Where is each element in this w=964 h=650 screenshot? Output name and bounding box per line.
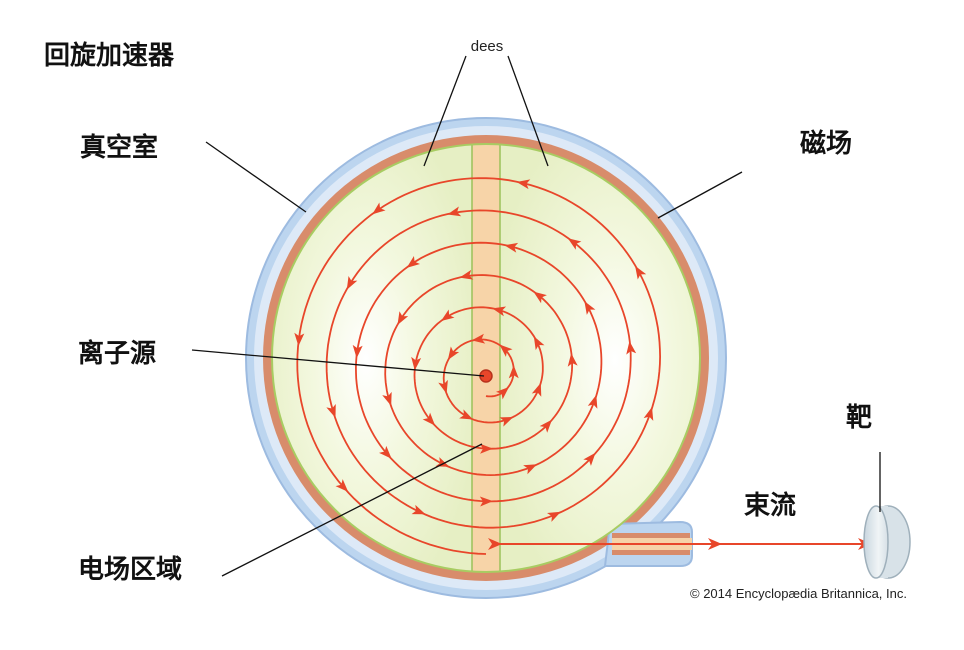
spiral-arrowhead	[335, 479, 349, 492]
target-label: 靶	[846, 403, 872, 433]
dees-leader-right	[507, 55, 549, 167]
spiral-line	[296, 177, 662, 555]
diagram-title: 回旋加速器	[44, 41, 175, 71]
left-dee	[272, 144, 472, 572]
spiral-arrowhead	[495, 386, 510, 400]
spiral-arrowhead	[508, 365, 519, 379]
target-disk	[863, 505, 911, 579]
spiral-arrowhead	[422, 412, 436, 426]
vacuum-chamber-label: 真空室	[80, 132, 158, 163]
spiral-arrowhead	[471, 333, 486, 344]
ion-spiral-path	[294, 177, 662, 555]
spiral-arrowhead	[447, 206, 462, 217]
vacuum-chamber-leader	[205, 141, 307, 213]
spiral-arrowhead	[583, 452, 596, 466]
spiral-arrowhead	[459, 409, 474, 420]
spiral-arrowhead	[516, 179, 531, 190]
ion-source-leader	[191, 349, 485, 377]
spiral-arrowhead	[440, 309, 455, 322]
spiral-arrowhead	[411, 356, 422, 371]
spiral-arrowhead	[438, 379, 448, 394]
spiral-arrowhead	[584, 301, 596, 315]
spiral-arrowhead	[294, 332, 305, 347]
copyright-text: © 2014 Encyclopædia Britannica, Inc.	[690, 586, 907, 601]
beam-label: 束流	[744, 490, 796, 521]
spiral-arrowhead	[567, 353, 578, 367]
spiral-arrowhead	[411, 504, 426, 515]
spiral-arrowhead	[492, 306, 507, 317]
dees-label: dees	[471, 38, 504, 55]
spiral-arrowhead	[397, 311, 409, 326]
spiral-arrowhead	[406, 255, 421, 268]
spiral-arrowhead	[539, 419, 553, 433]
spiral-arrowhead	[479, 496, 493, 507]
magnetic-field-leader	[657, 171, 743, 219]
spiral-arrowhead	[352, 344, 363, 359]
beam-arrow-3	[488, 538, 502, 550]
spiral-arrowhead	[435, 457, 450, 467]
spiral-arrowhead	[372, 202, 386, 215]
spiral-arrowhead	[531, 382, 542, 397]
spiral-arrowhead	[447, 346, 460, 361]
spiral-arrowhead	[346, 275, 358, 290]
spiral-arrowhead	[499, 416, 514, 427]
spiral-arrowhead	[479, 443, 493, 454]
spiral-arrowhead	[504, 242, 519, 253]
spiral-arrowhead	[499, 344, 513, 357]
ion-source-label: 离子源	[78, 338, 156, 369]
spiral-arrowhead	[379, 445, 392, 459]
spiral-arrowhead	[547, 511, 561, 522]
spiral-arrowhead	[533, 336, 545, 351]
spiral-arrowhead	[643, 406, 654, 421]
spiral-arrowhead	[533, 291, 547, 304]
electric-field-leader	[221, 443, 483, 577]
spiral-arrowhead	[626, 341, 637, 355]
spiral-arrowhead	[326, 403, 336, 418]
spiral-arrowhead	[523, 464, 538, 475]
electric-field-gap	[472, 144, 500, 572]
electric-field-region-label: 电场区域	[78, 555, 182, 585]
dees-leader-left	[423, 55, 467, 167]
spiral-arrowhead	[567, 238, 582, 250]
beam-arrow-1	[708, 538, 722, 550]
spiral-arrowhead	[587, 394, 598, 409]
spiral-arrowhead	[382, 391, 392, 406]
magnetic-field-label: 磁场	[800, 128, 852, 159]
spiral-arrowhead	[635, 265, 647, 280]
spiral-arrowhead	[459, 269, 474, 280]
